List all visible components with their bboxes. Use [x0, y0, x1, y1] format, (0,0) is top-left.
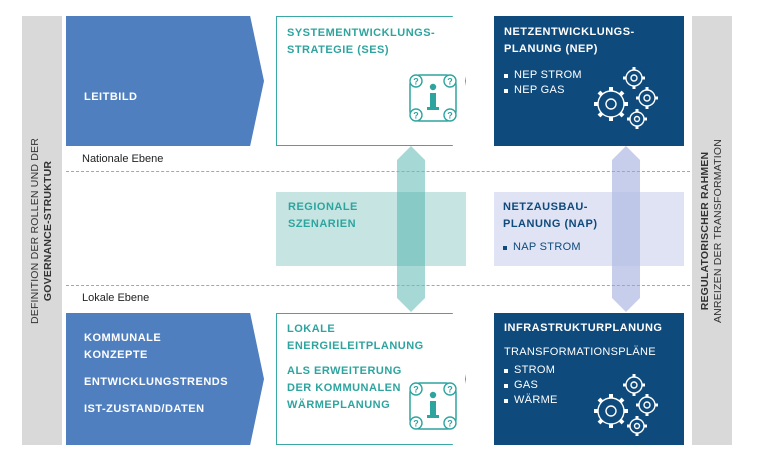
nap-title-line1: NETZAUSBAU- [503, 201, 588, 213]
national-level-label: Nationale Ebene [82, 153, 164, 165]
kommunal-item-2: ENTWICKLUNGSTRENDS [84, 376, 229, 388]
kommunal-item-3: IST-ZUSTAND/DATEN [84, 403, 205, 415]
leitbild-label: LEITBILD [84, 91, 138, 103]
nap-item: NAP STROM [503, 240, 598, 255]
local-level-label: Lokale Ebene [82, 292, 150, 304]
national-divider [66, 171, 690, 172]
infra-subtitle: TRANSFORMATIONSPLÄNE [504, 346, 656, 358]
info-question-icon: ? ? ? ? [409, 74, 457, 122]
nep-item: NEP STROM [504, 68, 582, 83]
gears-icon [594, 374, 658, 436]
infra-item: GAS [504, 378, 558, 393]
nep-title-line2: PLANUNG (NEP) [504, 43, 598, 55]
lavender-vertical-arrow [612, 146, 640, 312]
nap-band [494, 192, 684, 266]
svg-text:?: ? [413, 111, 419, 121]
info-question-icon: ? ? ? ? [409, 382, 457, 430]
right-sidebar-text: REGULATORISCHER RAHMEN ANREIZEN DER TRAN… [699, 138, 725, 322]
local-divider [66, 285, 690, 286]
left-sidebar-text: DEFINITION DER ROLLEN UND DER GOVERNANCE… [29, 137, 55, 323]
svg-text:?: ? [447, 419, 453, 429]
lokale-sub-line3: WÄRMEPLANUNG [287, 399, 391, 411]
ses-title-line1: SYSTEMENTWICKLUNGS- [287, 27, 436, 39]
lokale-sub-line1: ALS ERWEITERUNG [287, 365, 402, 377]
svg-text:?: ? [447, 77, 453, 87]
svg-text:?: ? [413, 77, 419, 87]
svg-text:?: ? [447, 385, 453, 395]
lokale-box: LOKALE ENERGIELEITPLANUNG ALS ERWEITERUN… [276, 313, 466, 445]
right-sidebar: REGULATORISCHER RAHMEN ANREIZEN DER TRAN… [692, 16, 732, 445]
right-sidebar-line2: ANREIZEN DER TRANSFORMATION [712, 138, 724, 323]
svg-text:?: ? [413, 385, 419, 395]
nap-title-line2: PLANUNG (NAP) [503, 218, 598, 230]
infra-item: WÄRME [504, 393, 558, 408]
nep-item: NEP GAS [504, 83, 582, 98]
infra-title: INFRASTRUKTURPLANUNG [504, 322, 663, 334]
left-sidebar-line1: DEFINITION DER ROLLEN UND DER [29, 137, 41, 324]
regional-scenarios-label: REGIONALE SZENARIEN [288, 201, 358, 230]
svg-text:?: ? [447, 111, 453, 121]
left-sidebar: DEFINITION DER ROLLEN UND DER GOVERNANCE… [22, 16, 62, 445]
infra-box: INFRASTRUKTURPLANUNG TRANSFORMATIONSPLÄN… [494, 313, 684, 445]
nap-box: NETZAUSBAU- PLANUNG (NAP) NAP STROM [503, 199, 598, 255]
regional-band [276, 192, 466, 266]
lokale-sub-line2: DER KOMMUNALEN [287, 382, 401, 394]
lokale-title-line1: LOKALE [287, 323, 336, 335]
ses-title-line2: STRATEGIE (SES) [287, 44, 390, 56]
teal-vertical-arrow [397, 146, 425, 312]
ses-box: SYSTEMENTWICKLUNGS- STRATEGIE (SES) ? ? … [276, 16, 466, 146]
nep-box: NETZENTWICKLUNGS- PLANUNG (NEP) NEP STRO… [494, 16, 684, 146]
left-sidebar-line2: GOVERNANCE-STRUKTUR [42, 160, 54, 301]
kommunal-box: KOMMUNALE KONZEPTE ENTWICKLUNGSTRENDS IS… [66, 313, 264, 445]
infra-item: STROM [504, 363, 558, 378]
gears-icon [594, 67, 658, 129]
leitbild-arrow: LEITBILD [66, 16, 264, 146]
kommunal-item-1-line2: KONZEPTE [84, 349, 148, 361]
nep-title-line1: NETZENTWICKLUNGS- [504, 26, 635, 38]
kommunal-item-1-line1: KOMMUNALE [84, 332, 162, 344]
right-sidebar-line1: REGULATORISCHER RAHMEN [699, 151, 711, 310]
lokale-title-line2: ENERGIELEITPLANUNG [287, 340, 424, 352]
svg-text:?: ? [413, 419, 419, 429]
